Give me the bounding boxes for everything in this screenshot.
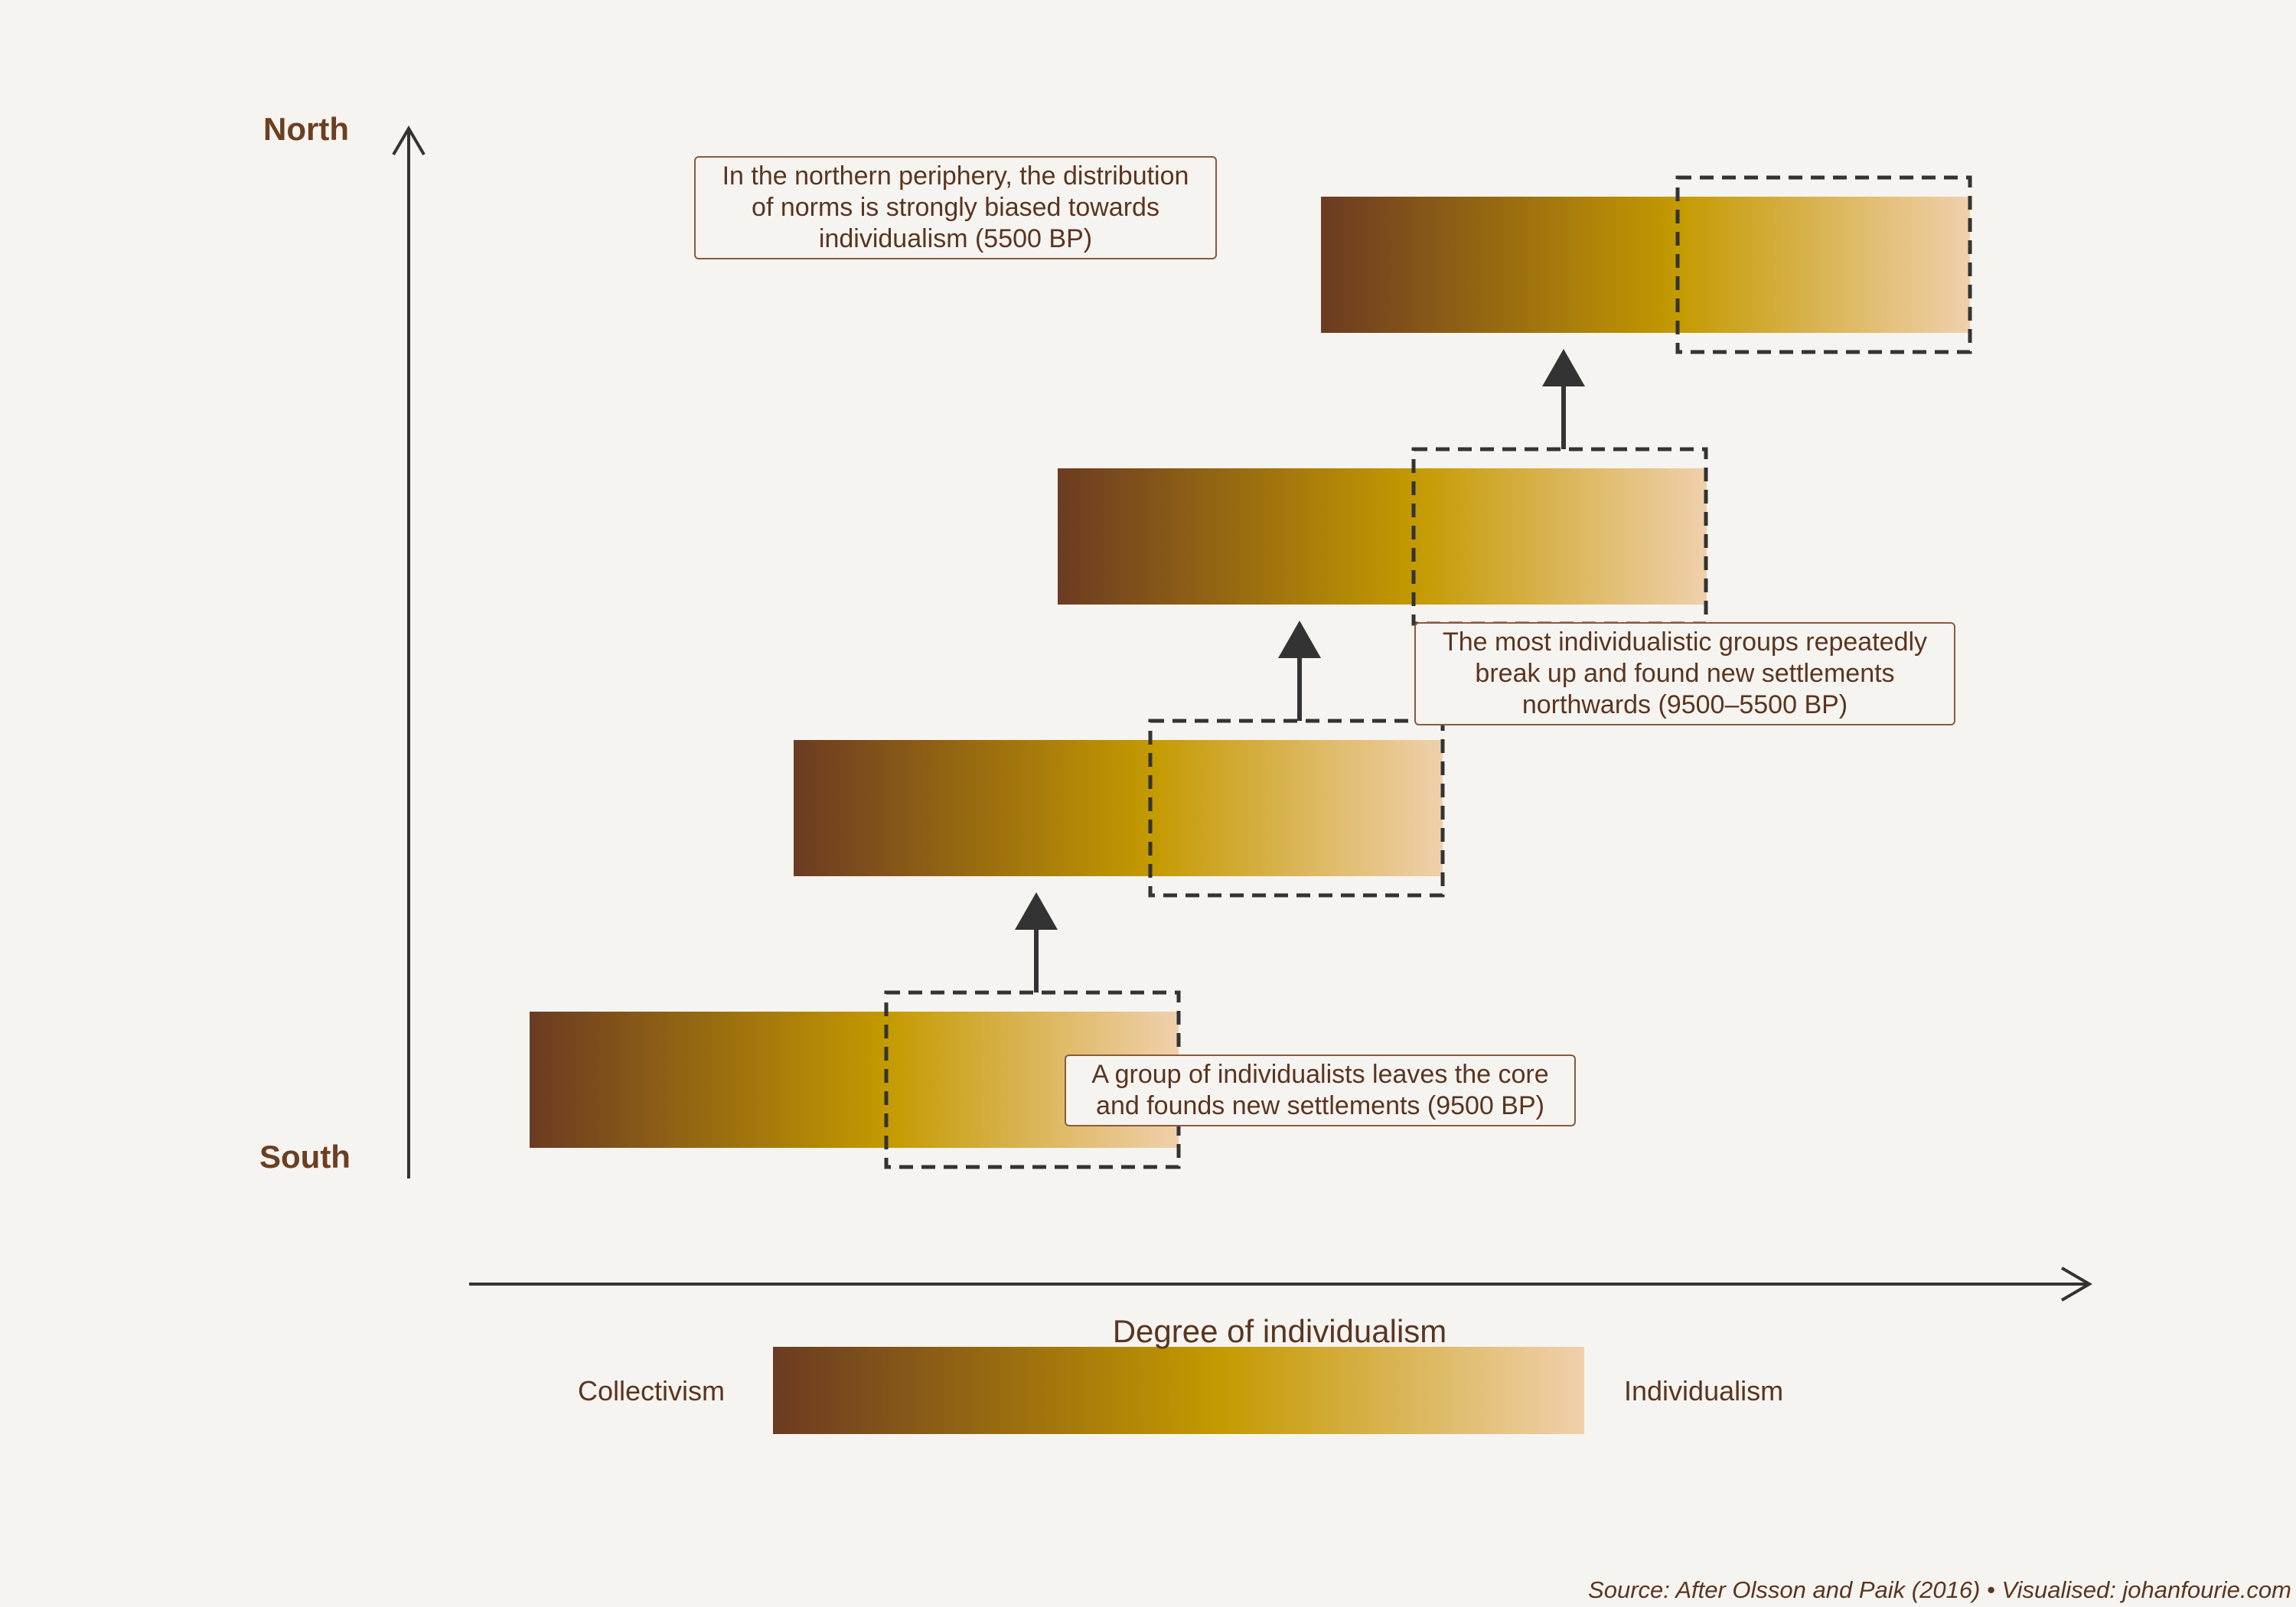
legend-right-label: Individualism — [1624, 1375, 1784, 1407]
y-axis — [392, 125, 426, 1178]
migration-arrow-2 — [1278, 621, 1321, 721]
legend-gradient-bar — [773, 1347, 1584, 1434]
population-bar-north — [1321, 197, 1970, 333]
dashed-selection-north — [1675, 175, 1972, 354]
population-bar-3 — [1058, 468, 1707, 605]
south-label: South — [259, 1139, 351, 1175]
legend-left-label: Collectivism — [578, 1375, 726, 1407]
annotation-middle: The most individualistic groups repeated… — [1414, 622, 1955, 725]
dashed-selection-2 — [1148, 719, 1445, 898]
x-axis-title: Degree of individualism — [1112, 1313, 1447, 1349]
x-axis — [469, 1266, 2092, 1302]
migration-arrow-1 — [1015, 892, 1058, 993]
population-bar-2 — [794, 740, 1443, 876]
annotation-north: In the northern periphery, the distribut… — [694, 156, 1217, 259]
source-credit: Source: After Olsson and Paik (2016) • V… — [1588, 1576, 2291, 1603]
north-label: North — [263, 111, 349, 147]
annotation-core: A group of individualists leaves the cor… — [1065, 1054, 1576, 1126]
migration-arrow-3 — [1542, 349, 1585, 449]
